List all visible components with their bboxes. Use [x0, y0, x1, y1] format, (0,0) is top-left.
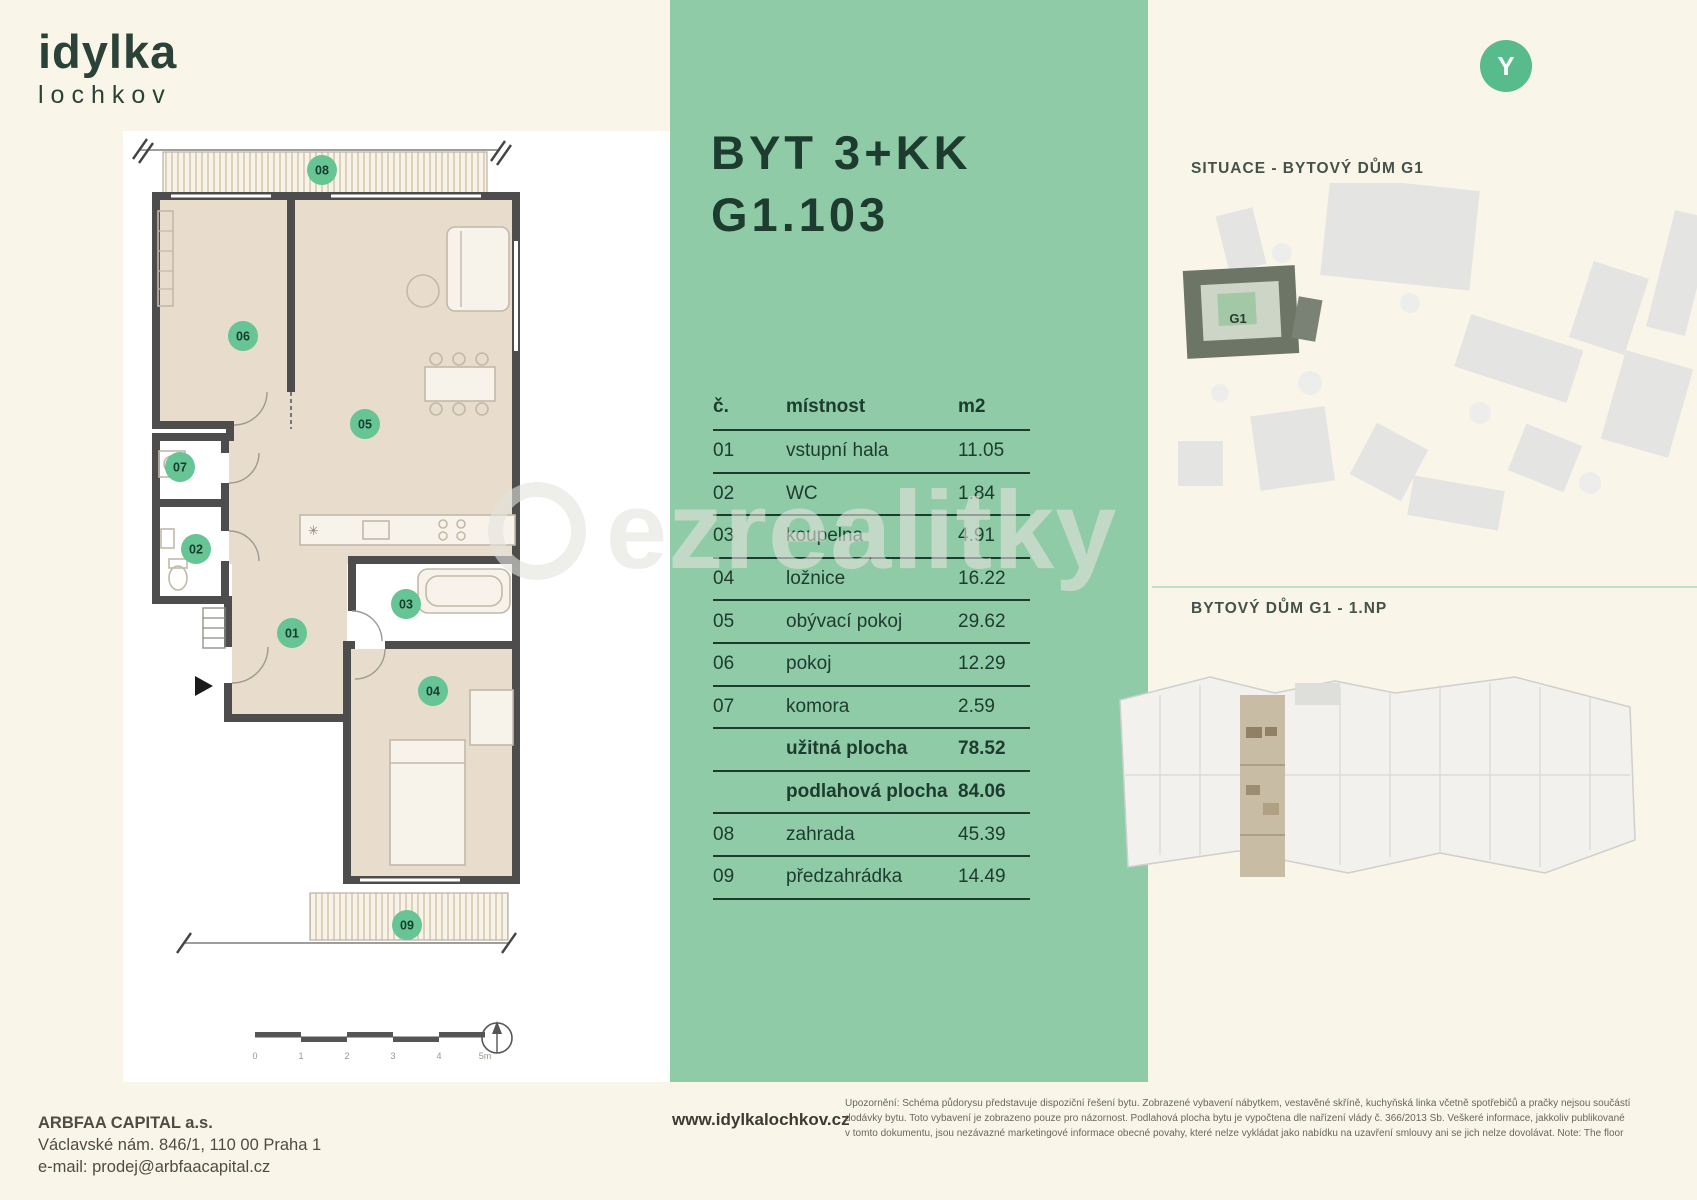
- table-row: 05 obývací pokoj 29.62: [713, 601, 1030, 644]
- company-address: Václavské nám. 846/1, 110 00 Praha 1: [38, 1136, 322, 1154]
- table-row-total-floor: podlahová plocha 84.06: [713, 772, 1030, 815]
- brand-logo: idylka lochkov: [38, 24, 177, 110]
- company-contact: ARBFAA CAPITAL a.s. Václavské nám. 846/1…: [38, 1112, 321, 1178]
- g1-building: G1: [1182, 265, 1323, 359]
- room-table: č. místnost m2 01 vstupní hala 11.05 02 …: [713, 385, 1030, 900]
- room-marker-label: 07: [173, 461, 187, 475]
- np-title: BYTOVÝ DŮM G1 - 1.NP: [1191, 600, 1388, 617]
- table-row-total-usable: užitná plocha 78.52: [713, 729, 1030, 772]
- table-row: 01 vstupní hala 11.05: [713, 431, 1030, 474]
- furniture: ✳: [157, 210, 516, 866]
- unit-number: G1.103: [711, 188, 890, 241]
- scale-bar: 0 1 2 3 4 5m: [252, 1032, 491, 1061]
- door-arcs: [228, 391, 386, 684]
- company-name: ARBFAA CAPITAL a.s.: [38, 1114, 213, 1132]
- brand-location: lochkov: [38, 81, 172, 109]
- unit-info-panel: BYT 3+KK G1.103 č. místnost m2 01 vstupn…: [670, 0, 1148, 1082]
- floorplan-panel: ✳ 08 06 05: [123, 131, 670, 1082]
- building-outline: [1119, 676, 1636, 874]
- scale-label: 3: [390, 1051, 395, 1061]
- legal-disclaimer: Upozornění: Schéma půdorysu představuje …: [845, 1098, 1631, 1139]
- highlighted-unit: [1240, 695, 1285, 877]
- g1-label: G1: [1229, 311, 1246, 326]
- entrance-stairs: [202, 607, 226, 649]
- table-row: 02 WC 1.84: [713, 474, 1030, 517]
- unit-title: BYT 3+KK G1.103: [711, 122, 972, 246]
- svg-text:✳: ✳: [308, 524, 319, 539]
- table-row: 08 zahrada 45.39: [713, 814, 1030, 857]
- scale-label: 5m: [479, 1051, 492, 1061]
- floorplan-drawing: ✳ 08 06 05: [132, 138, 520, 1061]
- np-floor-plan: [1119, 676, 1636, 877]
- company-email[interactable]: e-mail: prodej@arbfaacapital.cz: [38, 1158, 271, 1176]
- y-logo-badge: Y: [1480, 40, 1532, 92]
- section-divider: [1152, 586, 1697, 588]
- table-row: 06 pokoj 12.29: [713, 644, 1030, 687]
- room-marker-label: 08: [315, 164, 329, 178]
- col-room: místnost: [786, 396, 866, 417]
- room-marker-label: 01: [285, 627, 299, 641]
- scale-label: 2: [344, 1051, 349, 1061]
- table-row: 03 koupelna 4.91: [713, 516, 1030, 559]
- boundary-lines: [132, 138, 517, 954]
- table-row: 07 komora 2.59: [713, 687, 1030, 730]
- table-row: 09 předzahrádka 14.49: [713, 857, 1030, 900]
- walls: [152, 192, 520, 884]
- situation-map: G1: [1178, 183, 1697, 531]
- scale-label: 0: [252, 1051, 257, 1061]
- neighbor-buildings: [1178, 183, 1697, 531]
- website-link[interactable]: www.idylkalochkov.cz: [672, 1110, 850, 1129]
- room-markers: 08 06 05 07 02 03 01 04 09: [165, 155, 448, 940]
- room-marker-label: 06: [236, 330, 250, 344]
- room-marker-label: 02: [189, 543, 203, 557]
- scale-label: 1: [298, 1051, 303, 1061]
- scale-label: 4: [436, 1051, 441, 1061]
- room-marker-label: 03: [399, 598, 413, 612]
- room-table-header: č. místnost m2: [713, 385, 1030, 431]
- room-marker-label: 05: [358, 418, 372, 432]
- col-number: č.: [713, 396, 729, 417]
- col-area: m2: [958, 396, 986, 417]
- entrance-arrow-icon: [195, 676, 213, 696]
- table-row: 04 ložnice 16.22: [713, 559, 1030, 602]
- room-marker-label: 09: [400, 919, 414, 933]
- unit-type: BYT 3+KK: [711, 126, 972, 179]
- compass-icon: [481, 1021, 513, 1054]
- room-marker-label: 04: [426, 685, 440, 699]
- brand-name: idylka: [38, 25, 178, 78]
- situace-title: SITUACE - BYTOVÝ DŮM G1: [1191, 160, 1424, 177]
